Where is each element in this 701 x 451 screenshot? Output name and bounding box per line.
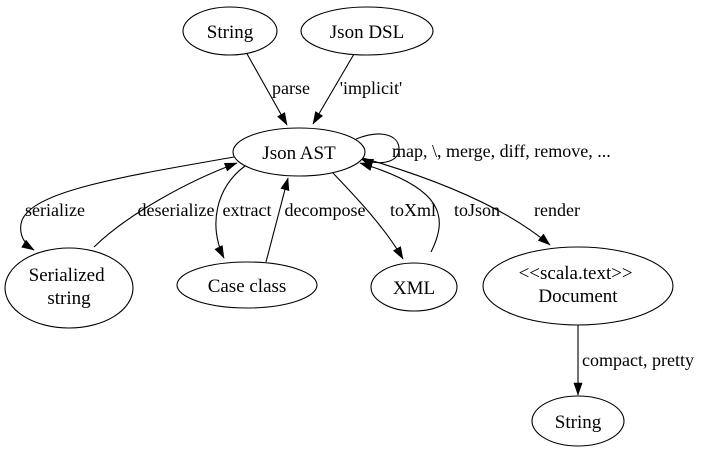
edge-parse: parse [245, 51, 310, 126]
node-json-ast: Json AST [232, 127, 366, 177]
edge-decompose-line [265, 177, 290, 263]
string-top-ellipse [182, 6, 278, 56]
json-dsl-label: Json DSL [330, 22, 404, 43]
scala-text-document-ellipse [482, 246, 674, 326]
xml-label: XML [393, 278, 435, 299]
serialized-string-ellipse [4, 247, 134, 329]
xml-ellipse [370, 262, 458, 312]
json-dsl-ellipse [300, 6, 434, 56]
edge-deserialize-label: deserialize [138, 200, 215, 220]
json-ast-ellipse [232, 127, 366, 177]
scala-text-document-label-line1: <<scala.text>> [519, 263, 633, 284]
node-json-dsl: Json DSL [300, 6, 434, 56]
edge-deserialize: deserialize [93, 162, 238, 248]
edge-tojson-line [359, 162, 440, 253]
node-serialized-string: Serialized string [4, 247, 134, 329]
string-bottom-ellipse [531, 395, 625, 447]
edge-map-self-loop: map, \, merge, diff, remove, ... [355, 133, 611, 168]
serialized-string-label: Serialized string [29, 265, 110, 309]
edge-extract: extract [214, 165, 272, 259]
edge-render-line [362, 157, 551, 246]
edge-implicit-line [312, 53, 355, 125]
edge-render-label: render [534, 200, 580, 220]
edge-toxml-line [331, 171, 404, 260]
edge-parse-line [245, 51, 288, 126]
node-xml: XML [370, 262, 458, 312]
edge-tojson-label: toJson [454, 200, 500, 220]
case-class-label: Case class [208, 276, 287, 297]
node-string-bottom: String [531, 395, 625, 447]
node-scala-text-document: <<scala.text>> Document [482, 246, 674, 326]
edge-render: render [362, 157, 580, 246]
json-ast-label: Json AST [262, 143, 336, 164]
edge-decompose-label: decompose [285, 200, 366, 220]
scala-text-document-label-line2: Document [538, 286, 618, 307]
case-class-ellipse [176, 261, 318, 309]
edge-toxml: toXml [331, 171, 436, 260]
string-bottom-label: String [555, 412, 602, 433]
edge-serialize-label: serialize [25, 200, 85, 220]
edge-compact-pretty: compact, pretty [573, 325, 694, 396]
edge-toxml-label: toXml [390, 200, 436, 220]
edge-implicit: 'implicit' [312, 53, 402, 125]
serialized-string-label-line2: string [47, 288, 91, 309]
node-case-class: Case class [176, 261, 318, 309]
edge-parse-label: parse [272, 78, 310, 98]
nodes-layer: String Json DSL Json AST Serialized stri… [4, 6, 674, 447]
edge-compact-pretty-label: compact, pretty [582, 350, 694, 370]
edge-implicit-label: 'implicit' [340, 78, 402, 98]
node-string-top: String [182, 6, 278, 56]
edge-map-self-loop-label: map, \, merge, diff, remove, ... [392, 141, 611, 161]
edges-layer: parse 'implicit' map, \, merge, diff, re… [20, 51, 694, 396]
edge-serialize: serialize [20, 156, 235, 251]
edge-extract-label: extract [223, 200, 272, 220]
edge-extract-line [214, 165, 246, 259]
edge-serialize-line [20, 156, 235, 251]
scala-text-document-label: <<scala.text>> Document [519, 263, 638, 307]
edge-deserialize-line [93, 162, 238, 248]
string-top-label: String [207, 22, 254, 43]
edge-decompose: decompose [265, 177, 366, 263]
serialized-string-label-line1: Serialized [29, 265, 105, 286]
